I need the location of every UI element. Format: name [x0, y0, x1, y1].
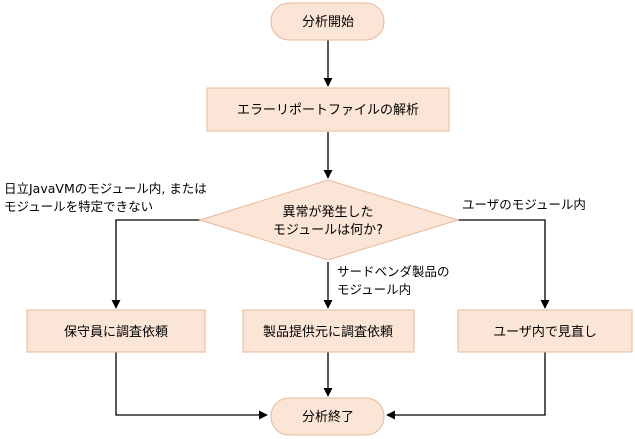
- maintenance-node: 保守員に調査依頼: [26, 309, 206, 353]
- user-review-label: ユーザ内で見直し: [493, 324, 597, 340]
- arrow-user-to-end: [386, 352, 546, 420]
- start-label: 分析開始: [302, 15, 354, 30]
- start-node: 分析開始: [270, 2, 385, 41]
- decision-label-line2: モジュールは何か?: [273, 222, 383, 238]
- arrow-decision-to-maintenance: [111, 219, 200, 309]
- branch-left-label-line2: モジュールを特定できない: [4, 199, 153, 214]
- branch-middle-label-line2: モジュール内: [337, 282, 411, 297]
- user-review-node: ユーザ内で見直し: [457, 309, 633, 353]
- vendor-node: 製品提供元に調査依頼: [242, 309, 415, 353]
- decision-node: 異常が発生した モジュールは何か?: [198, 179, 460, 261]
- end-label: 分析終了: [302, 409, 354, 425]
- analyze-node: エラーリポートファイルの解析: [206, 87, 450, 132]
- branch-middle-label-line1: サードベンダ製品の: [337, 264, 450, 279]
- arrow-decision-to-user: [458, 219, 550, 309]
- branch-labels: 日立JavaVMのモジュール内, または モジュールを特定できない サードベンダ…: [4, 181, 586, 297]
- branch-right-label: ユーザのモジュール内: [462, 197, 586, 212]
- vendor-label: 製品提供元に調査依頼: [263, 324, 393, 340]
- connectors: [111, 40, 550, 420]
- branch-left-label-line1: 日立JavaVMのモジュール内, または: [4, 181, 207, 196]
- end-node: 分析終了: [270, 397, 385, 436]
- arrow-maintenance-to-end: [115, 352, 268, 420]
- maintenance-label: 保守員に調査依頼: [64, 325, 168, 340]
- analyze-label: エラーリポートファイルの解析: [237, 103, 419, 118]
- decision-label-line1: 異常が発生した: [282, 205, 373, 220]
